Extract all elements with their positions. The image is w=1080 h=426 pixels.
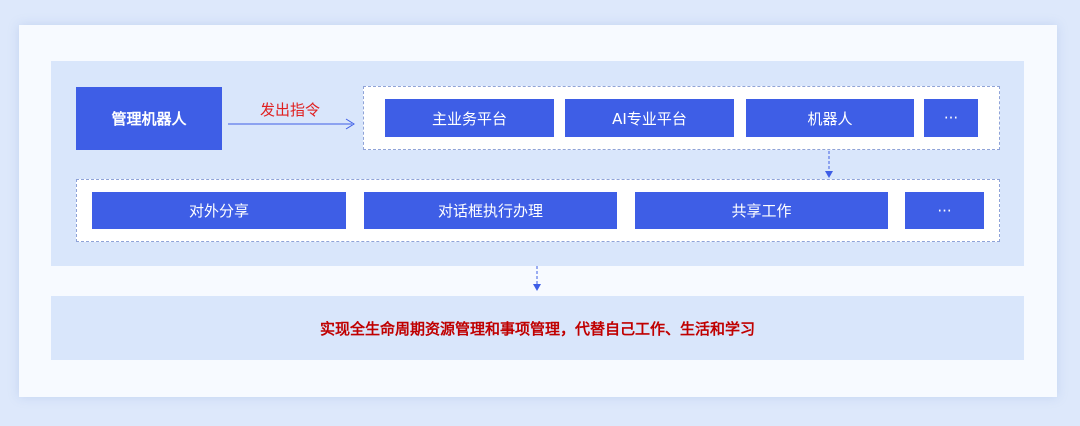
platform-block-more: ··· [924, 99, 978, 137]
function-block-dialog-execute: 对话框执行办理 [364, 192, 617, 229]
goal-box: 实现全生命周期资源管理和事项管理，代替自己工作、生活和学习 [51, 296, 1024, 360]
function-block-share: 对外分享 [92, 192, 346, 229]
platform-block-robot: 机器人 [746, 99, 914, 137]
function-block-more: ··· [905, 192, 984, 229]
manager-robot-block: 管理机器人 [76, 87, 222, 150]
platform-block-main-business: 主业务平台 [385, 99, 554, 137]
platform-block-ai: AI专业平台 [565, 99, 734, 137]
goal-text: 实现全生命周期资源管理和事项管理，代替自己工作、生活和学习 [319, 319, 755, 338]
function-block-shared-work: 共享工作 [635, 192, 888, 229]
command-label: 发出指令 [260, 101, 321, 119]
